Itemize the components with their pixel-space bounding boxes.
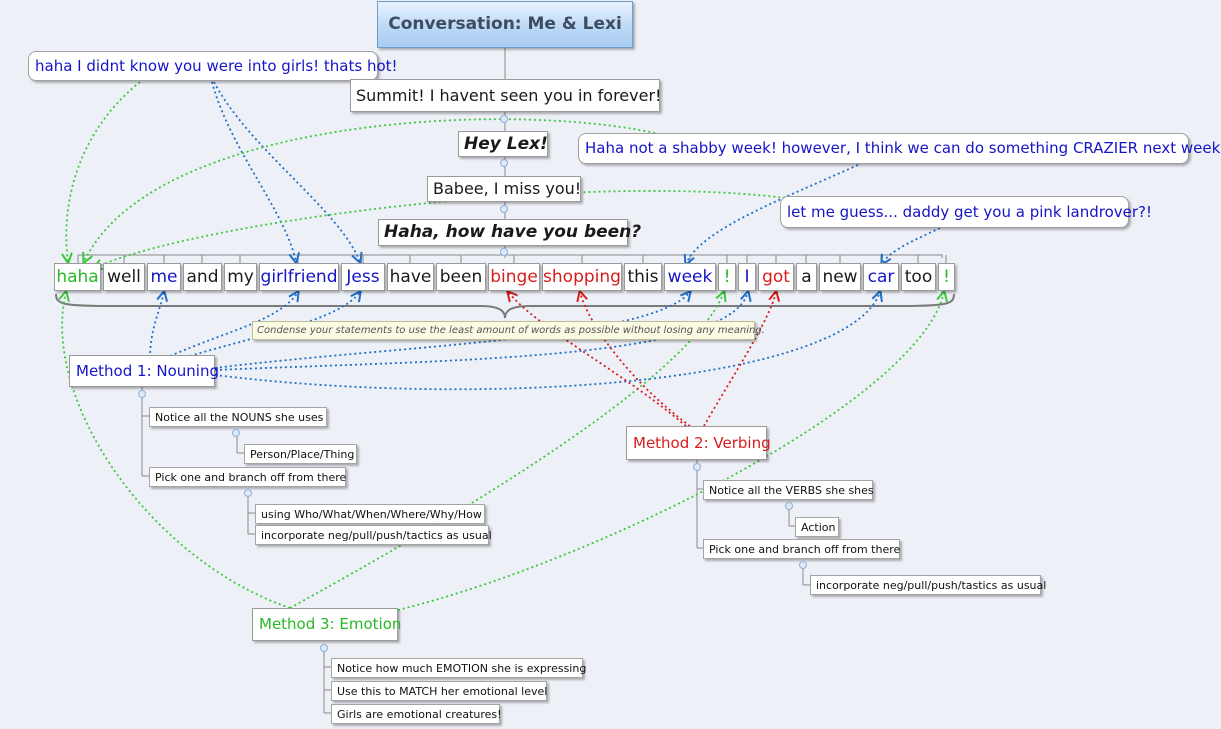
link-nouning-car (214, 292, 880, 391)
method-nouning[interactable]: Method 1: Nouning (69, 355, 219, 387)
link-reply-girlfriend (211, 81, 296, 262)
word-been[interactable]: been (436, 263, 486, 291)
collapse-toggle-icon[interactable] (138, 390, 146, 398)
conversation-title[interactable]: Conversation: Me & Lexi (377, 1, 633, 48)
sentence-brace (55, 293, 955, 319)
collapse-toggle-icon[interactable] (232, 429, 240, 437)
emotion-detail-3[interactable]: Girls are emotional creatures! (331, 704, 502, 724)
collapse-toggle-icon[interactable] (799, 561, 807, 569)
word-shopping[interactable]: shopping (542, 263, 622, 291)
link-nouning-me (149, 292, 164, 359)
verbing-notice[interactable]: Notice all the VERBS she shes (703, 480, 874, 500)
method-emotion[interactable]: Method 3: Emotion (252, 608, 401, 641)
word-well[interactable]: well (103, 263, 145, 291)
word-exclaim-1[interactable]: ! (718, 263, 736, 291)
word-me[interactable]: me (147, 263, 181, 291)
message-babee[interactable]: Babee, I miss you! (427, 176, 581, 202)
link-verbing-binge (508, 292, 687, 427)
verbing-pick-detail-1[interactable]: incorporate neg/pull/push/tastics as usu… (810, 575, 1046, 595)
link-verbing-got (703, 292, 776, 427)
collapse-toggle-icon[interactable] (320, 644, 328, 652)
reply-week[interactable]: Haha not a shabby week! however, I think… (578, 133, 1221, 164)
verbing-notice-detail[interactable]: Action (795, 517, 839, 537)
collapse-toggle-icon[interactable] (500, 159, 508, 167)
word-this[interactable]: this (624, 263, 662, 291)
method-verbing[interactable]: Method 2: Verbing (626, 426, 771, 460)
nouning-pick-detail-1[interactable]: using Who/What/When/Where/Why/How (255, 504, 485, 524)
word-got[interactable]: got (758, 263, 794, 291)
collapse-toggle-icon[interactable] (693, 463, 701, 471)
word-car[interactable]: car (863, 263, 899, 291)
message-how-have-you-been[interactable]: Haha, how have you been? (378, 219, 641, 246)
emotion-detail-2[interactable]: Use this to MATCH her emotional level (331, 681, 547, 701)
word-my[interactable]: my (224, 263, 257, 291)
collapse-toggle-icon[interactable] (785, 502, 793, 510)
emotion-detail-1[interactable]: Notice how much EMOTION she is expressin… (331, 658, 586, 678)
link-reply-jess (213, 81, 360, 262)
nouning-pick[interactable]: Pick one and branch off from there (149, 467, 346, 487)
nouning-notice[interactable]: Notice all the NOUNS she uses (149, 407, 327, 427)
word-exclaim-2[interactable]: ! (938, 263, 955, 291)
word-a[interactable]: a (796, 263, 817, 291)
word-i[interactable]: I (738, 263, 756, 291)
word-new[interactable]: new (819, 263, 861, 291)
nouning-pick-detail-2[interactable]: incorporate neg/pull/push/tactics as usu… (255, 525, 492, 545)
link-reply-haha (66, 81, 141, 262)
reply-girls[interactable]: haha I didnt know you were into girls! t… (28, 51, 398, 81)
word-jess[interactable]: Jess (341, 263, 385, 291)
message-summit[interactable]: Summit! I havent seen you in forever! (350, 79, 661, 112)
message-hey-lex[interactable]: Hey Lex! (458, 131, 548, 157)
condense-note[interactable]: Condense your statements to use the leas… (252, 321, 765, 340)
collapse-toggle-icon[interactable] (500, 248, 508, 256)
word-too[interactable]: too (901, 263, 936, 291)
link-reply-car (882, 227, 941, 264)
collapse-toggle-icon[interactable] (500, 205, 508, 213)
word-have[interactable]: have (387, 263, 434, 291)
nouning-notice-detail[interactable]: Person/Place/Thing (244, 444, 357, 464)
word-and[interactable]: and (183, 263, 222, 291)
word-haha[interactable]: haha (54, 263, 101, 291)
collapse-toggle-icon[interactable] (244, 489, 252, 497)
word-week[interactable]: week (664, 263, 716, 291)
word-binge[interactable]: binge (488, 263, 540, 291)
word-bracket (77, 254, 943, 258)
collapse-toggle-icon[interactable] (500, 115, 508, 123)
link-verbing-shopping (580, 292, 691, 427)
word-girlfriend[interactable]: girlfriend (259, 263, 339, 291)
verbing-pick[interactable]: Pick one and branch off from there (703, 539, 900, 559)
reply-landrover[interactable]: let me guess... daddy get you a pink lan… (780, 196, 1152, 228)
